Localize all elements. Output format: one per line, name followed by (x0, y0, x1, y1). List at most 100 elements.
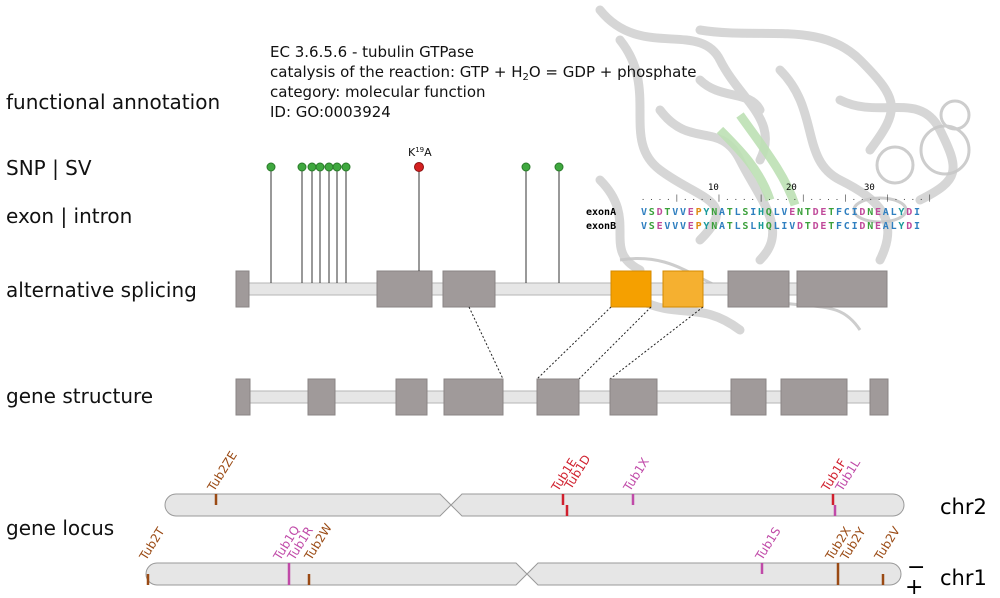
alignment-residue: N (711, 207, 717, 218)
alignment-residue: D (797, 221, 803, 232)
gene-label-tub1s[interactable]: Tub1S (752, 525, 783, 564)
reaction-line: catalysis of the reaction: GTP + H2O = G… (270, 62, 696, 83)
alignment-residue: S (742, 207, 748, 218)
alignment-residue: E (657, 221, 663, 232)
alignment-residue: E (820, 207, 826, 218)
chromosome-label-chr1: chr1 (940, 566, 987, 590)
reaction-prefix: catalysis of the reaction: GTP + H (270, 63, 523, 81)
snp-marker[interactable] (266, 162, 276, 172)
alignment-residue: V (641, 221, 647, 232)
alignment-residue: I (852, 207, 858, 218)
snp-marker[interactable] (324, 162, 334, 172)
label-functional-annotation: functional annotation (6, 90, 221, 114)
alignment-residue: V (672, 207, 678, 218)
snp-marker[interactable] (521, 162, 531, 172)
structure-exon-8[interactable] (780, 378, 848, 416)
alignment-residue: T (727, 207, 733, 218)
alignment-residue: E (688, 221, 694, 232)
alignment-residue: D (859, 207, 865, 218)
alignment-residue: I (781, 221, 787, 232)
alignment-residue: P (696, 207, 702, 218)
structure-exon-7[interactable] (730, 378, 767, 416)
alignment-residue: L (774, 221, 780, 232)
structure-exon-5[interactable] (536, 378, 580, 416)
label-gene-locus: gene locus (6, 516, 115, 540)
alignment-residue: Y (703, 221, 709, 232)
alignment-residue: E (875, 207, 881, 218)
splicing-exon-3[interactable] (442, 270, 496, 308)
alignment-residue: N (867, 207, 873, 218)
alignment-residue: A (719, 207, 725, 218)
alt-exon-b[interactable] (662, 270, 704, 308)
alignment-residue: L (750, 221, 756, 232)
alignment-residue: N (711, 221, 717, 232)
strand-minus: − (907, 555, 925, 580)
gene-label-tub1x[interactable]: Tub1X (620, 455, 652, 494)
alignment-residue: V (664, 221, 670, 232)
alignment-residue: Y (898, 207, 904, 218)
alignment-residue: V (680, 207, 686, 218)
alignment-residue: A (719, 221, 725, 232)
alignment-tick-30: 30 (864, 183, 875, 193)
splicing-exon-7[interactable] (796, 270, 888, 308)
snp-marker[interactable] (315, 162, 325, 172)
alignment-row-name-b: exonB (586, 221, 616, 232)
alignment-residue: T (805, 221, 811, 232)
ec-line: EC 3.6.5.6 - tubulin GTPase (270, 43, 475, 61)
alignment-residue: L (891, 221, 897, 232)
alignment-residue: I (914, 221, 920, 232)
structure-exon-2[interactable] (307, 378, 336, 416)
label-snp-sv: SNP | SV (6, 156, 92, 180)
alignment-residue: S (649, 221, 655, 232)
alignment-residue: I (852, 221, 858, 232)
structure-exon-4[interactable] (443, 378, 504, 416)
alignment-residue: A (883, 207, 889, 218)
snp-marker[interactable] (554, 162, 564, 172)
alignment-row-name-a: exonA (586, 207, 616, 218)
snp-marker[interactable] (332, 162, 342, 172)
alignment-residue: T (664, 207, 670, 218)
alignment-residue: V (789, 221, 795, 232)
alignment-residue: H (758, 221, 764, 232)
alignment-residue: D (906, 207, 912, 218)
alignment-residue: T (828, 207, 834, 218)
alignment-residue: E (875, 221, 881, 232)
alignment-residue: L (735, 207, 741, 218)
gene-label-tub2t[interactable]: Tub2T (136, 524, 168, 563)
splicing-exon-1[interactable] (235, 270, 250, 308)
alignment-residue: D (906, 221, 912, 232)
alignment-residue: P (696, 221, 702, 232)
splicing-exon-2[interactable] (376, 270, 433, 308)
alignment-residue: F (836, 207, 842, 218)
chromosome-chr1[interactable] (145, 562, 902, 586)
alignment-residue: D (657, 207, 663, 218)
snp-marker[interactable] (297, 162, 307, 172)
alignment-residue: F (836, 221, 842, 232)
gene-label-tub2ze[interactable]: Tub2ZE (204, 449, 240, 495)
structure-exon-9[interactable] (869, 378, 889, 416)
alignment-residue: N (797, 207, 803, 218)
alignment-residue: N (867, 221, 873, 232)
gene-label-tub2v[interactable]: Tub2V (871, 523, 903, 563)
alignment-residue: V (641, 207, 647, 218)
alignment-residue: L (735, 221, 741, 232)
alignment-residue: L (891, 207, 897, 218)
snp-marker[interactable] (341, 162, 351, 172)
structure-exon-3[interactable] (395, 378, 428, 416)
alignment-residue: Y (703, 207, 709, 218)
alignment-residue: L (774, 207, 780, 218)
alignment-residue: A (883, 221, 889, 232)
structure-exon-6[interactable] (609, 378, 658, 416)
snp-marker[interactable] (307, 162, 317, 172)
mutation-marker[interactable] (414, 162, 424, 172)
alt-exon-a[interactable] (610, 270, 652, 308)
alignment-residue: D (859, 221, 865, 232)
label-exon-intron: exon | intron (6, 204, 133, 228)
chromosome-chr2[interactable] (164, 493, 905, 517)
splicing-exon-6[interactable] (727, 270, 790, 308)
alignment-tick-20: 20 (786, 183, 797, 193)
structure-exon-1[interactable] (235, 378, 251, 416)
